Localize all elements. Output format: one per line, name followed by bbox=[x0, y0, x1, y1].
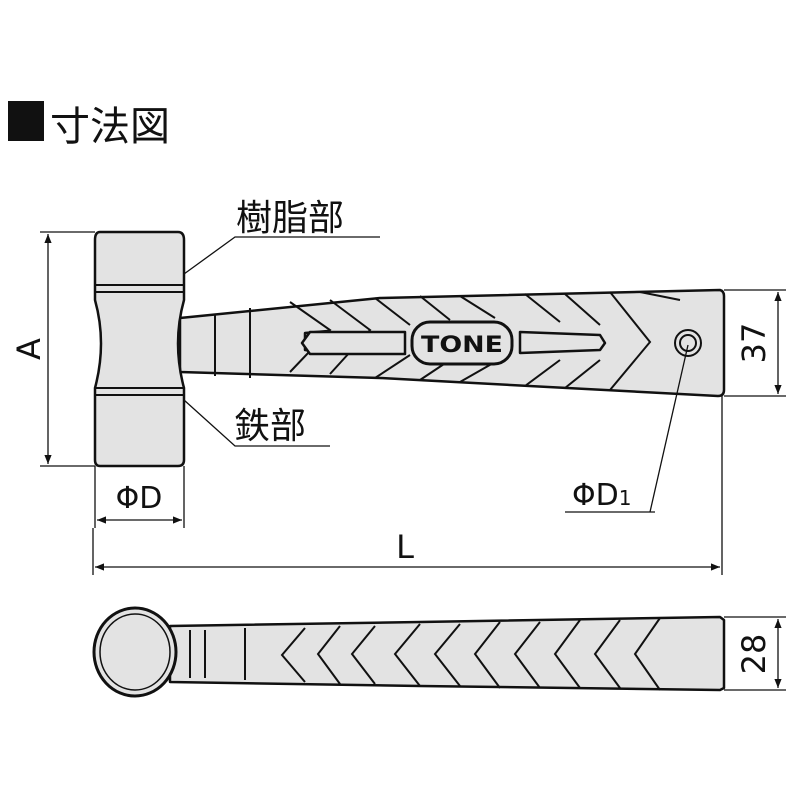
iron-part-label: 鉄部 bbox=[234, 406, 306, 447]
title-square-icon bbox=[8, 101, 44, 141]
hammer-top-view bbox=[92, 606, 726, 698]
dimension-l-label: L bbox=[396, 528, 414, 566]
tone-logo-text: TONE bbox=[421, 333, 503, 358]
dimension-d1-label: ΦD1 bbox=[572, 478, 631, 513]
dimension-d-label: ΦD bbox=[116, 481, 163, 516]
dimension-a-label: A bbox=[10, 338, 48, 360]
hammer-side-view: TONE bbox=[93, 230, 726, 468]
tone-logo bbox=[410, 320, 514, 366]
dimension-28-label: 28 bbox=[735, 634, 773, 675]
resin-part-label: 樹脂部 bbox=[236, 198, 344, 239]
dimension-37-label: 37 bbox=[735, 323, 773, 364]
page-title: 寸法図 bbox=[50, 104, 170, 150]
